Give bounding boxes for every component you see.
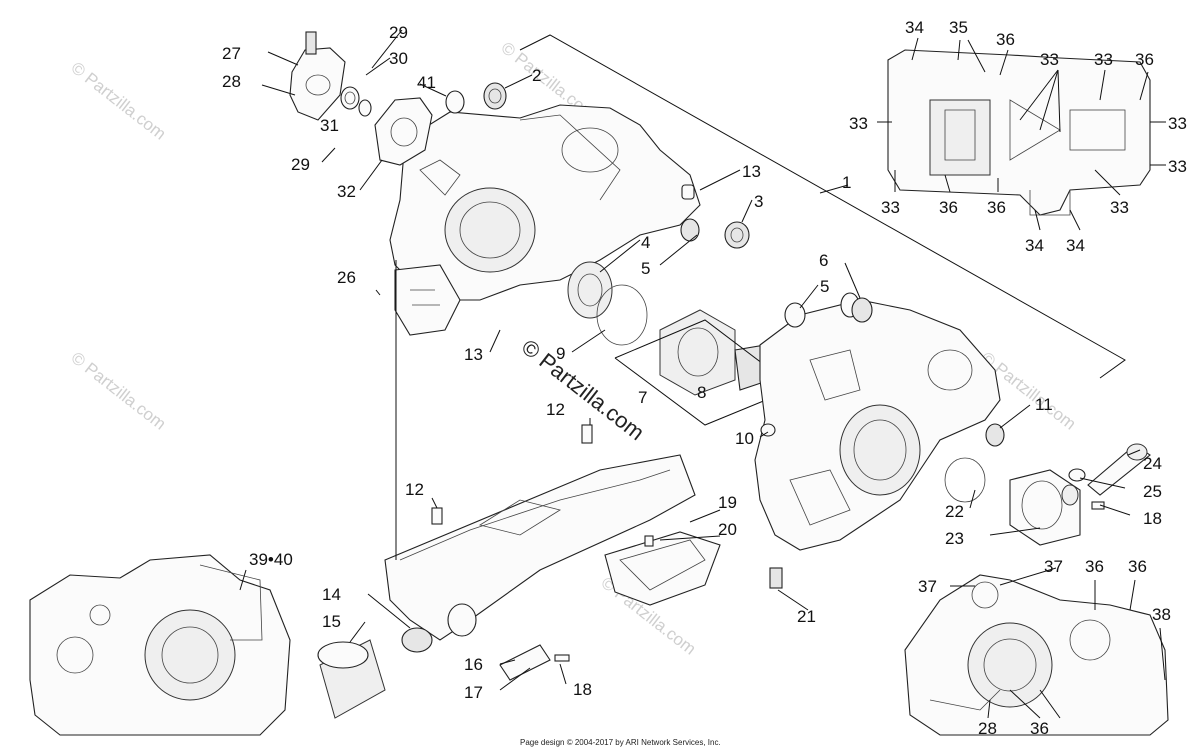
callout-4: 4 [641, 233, 650, 252]
callout-33: 33 [1094, 50, 1113, 69]
callout-36: 36 [996, 30, 1015, 49]
callout-36: 36 [987, 198, 1006, 217]
faint-watermark: © Partzilla.com [68, 58, 170, 144]
callout-10: 10 [735, 429, 754, 448]
callout-14: 14 [322, 585, 341, 604]
callout-13: 13 [742, 162, 761, 181]
callout-23: 23 [945, 529, 964, 548]
callout-5: 5 [820, 277, 829, 296]
callout-33: 33 [849, 114, 868, 133]
callout-19: 19 [718, 493, 737, 512]
callout-18: 18 [1143, 509, 1162, 528]
callout-2: 2 [532, 66, 541, 85]
callout-36: 36 [1128, 557, 1147, 576]
callout-22: 22 [945, 502, 964, 521]
callout-17: 17 [464, 683, 483, 702]
left-crankcase-half [389, 104, 701, 336]
callout-1: 1 [842, 173, 851, 192]
callout-34: 34 [905, 18, 924, 37]
callout-33: 33 [1168, 157, 1187, 176]
callout-32: 32 [337, 182, 356, 201]
callout-33: 33 [1040, 50, 1059, 69]
callout-39-40: 39•40 [249, 550, 293, 569]
callout-3: 3 [754, 192, 763, 211]
callout-26: 26 [337, 268, 356, 287]
oil-pan [384, 424, 721, 641]
callout-5: 5 [641, 259, 650, 278]
right-crankcase-half [754, 292, 1001, 551]
engine-side-view-left [29, 554, 291, 736]
callout-15: 15 [322, 612, 341, 631]
callout-38: 38 [1152, 605, 1171, 624]
callout-13: 13 [464, 345, 483, 364]
callout-34: 34 [1066, 236, 1085, 255]
callout-37: 37 [1044, 557, 1063, 576]
callout-29: 29 [389, 23, 408, 42]
callout-7: 7 [638, 388, 647, 407]
callout-27: 27 [222, 44, 241, 63]
callout-21: 21 [797, 607, 816, 626]
callout-6: 6 [819, 251, 828, 270]
callout-30: 30 [389, 49, 408, 68]
callout-33: 33 [881, 198, 900, 217]
callout-24: 24 [1143, 454, 1162, 473]
callout-35: 35 [949, 18, 968, 37]
callout-33: 33 [1110, 198, 1129, 217]
callout-9: 9 [556, 344, 565, 363]
callout-20: 20 [718, 520, 737, 539]
faint-watermark: © Partzilla.com [68, 348, 170, 434]
callout-31: 31 [320, 116, 339, 135]
callout-36: 36 [939, 198, 958, 217]
callouts: 1 2 3 4 5 5 6 7 8 9 10 11 12 12 13 13 14… [222, 18, 1187, 738]
callout-25: 25 [1143, 482, 1162, 501]
callout-11: 11 [1035, 395, 1053, 414]
callout-8: 8 [697, 383, 706, 402]
callout-12: 12 [405, 480, 424, 499]
engine-side-view-right [904, 574, 1169, 736]
seals-bearings-top [340, 82, 750, 249]
leader-lines [239, 29, 1166, 719]
callout-36: 36 [1135, 50, 1154, 69]
oil-filter-cover [760, 423, 1151, 589]
callout-36: 36 [1030, 719, 1049, 738]
callout-12: 12 [546, 400, 565, 419]
callout-37: 37 [918, 577, 937, 596]
callout-33: 33 [1168, 114, 1187, 133]
oil-filter [317, 603, 570, 719]
callout-29: 29 [291, 155, 310, 174]
callout-41: 41 [417, 73, 436, 92]
callout-28: 28 [978, 719, 997, 738]
callout-36: 36 [1085, 557, 1104, 576]
pump-cover [289, 31, 433, 166]
callout-16: 16 [464, 655, 483, 674]
assembly-1-bracket [519, 34, 1126, 379]
callout-28: 28 [222, 72, 241, 91]
callout-34: 34 [1025, 236, 1044, 255]
callout-18: 18 [573, 680, 592, 699]
crankcase-top-view [887, 49, 1151, 216]
main-bearing [567, 261, 648, 346]
page-footer: Page design © 2004-2017 by ARI Network S… [520, 738, 721, 747]
